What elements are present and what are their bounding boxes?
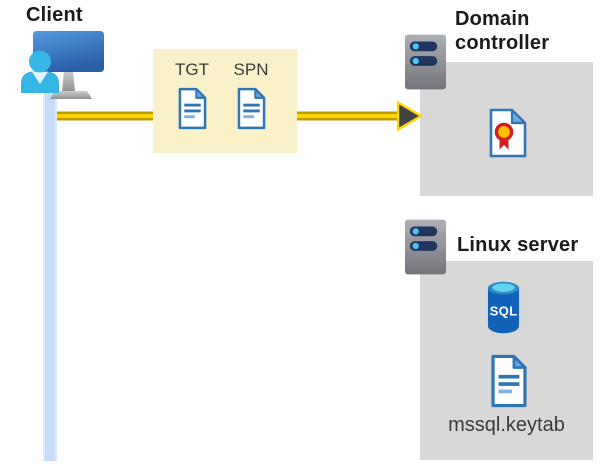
- monitor-stand-neck: [62, 70, 75, 92]
- linux-server-icon: [404, 218, 447, 276]
- ticket-highlight-box: TGT SPN: [153, 49, 297, 153]
- person-collar: [32, 71, 48, 84]
- tgt-document-icon: [178, 86, 207, 131]
- tgt-ticket: TGT: [169, 59, 215, 131]
- monitor-stand-base: [50, 91, 92, 99]
- linux-server-label: Linux server: [457, 234, 579, 256]
- tgt-label: TGT: [175, 60, 209, 79]
- domain-controller-label: Domain controller: [455, 8, 550, 54]
- sql-icon-text: SQL: [490, 303, 518, 318]
- certificate-icon: [489, 108, 527, 158]
- keytab-document-icon: [488, 354, 530, 408]
- keytab-filename-label: mssql.keytab: [448, 414, 565, 436]
- client-session-bar: [43, 93, 57, 461]
- spn-ticket: SPN: [228, 59, 274, 131]
- sql-database-icon: SQL: [487, 281, 520, 334]
- person-head: [29, 50, 51, 73]
- client-label: Client: [26, 4, 83, 26]
- spn-document-icon: [237, 86, 266, 131]
- spn-label: SPN: [233, 60, 269, 79]
- client-workstation-user-icon: [21, 31, 104, 99]
- domain-controller-server-icon: [404, 33, 447, 91]
